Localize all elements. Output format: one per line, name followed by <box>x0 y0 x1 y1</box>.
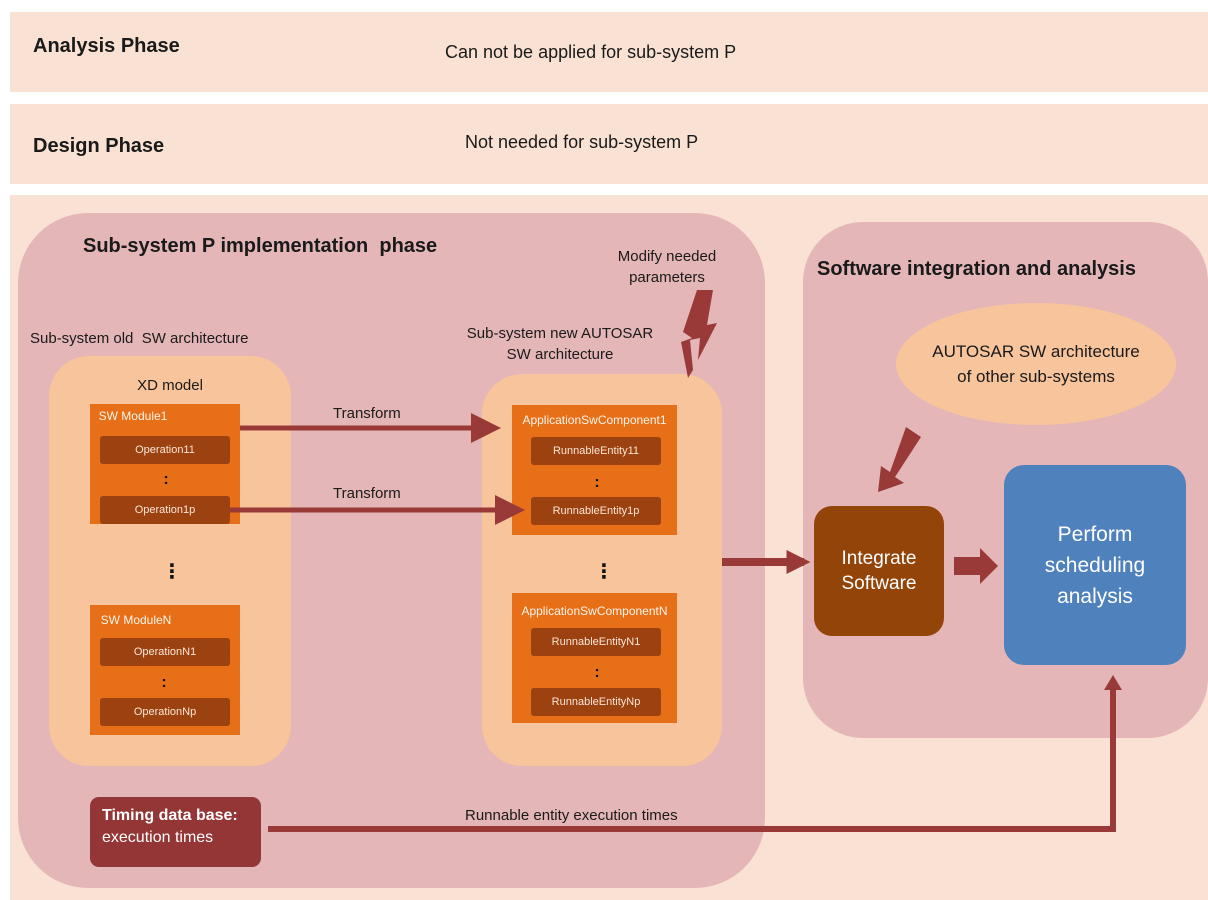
modify-parameters-note: Modify needed parameters <box>617 248 717 286</box>
sw-module-1-title: SW Module1 <box>98 409 168 423</box>
component-1-dots: : <box>594 474 600 491</box>
analysis-phase-text: Can not be applied for sub-system P <box>445 42 737 62</box>
design-phase-label: Design Phase <box>33 135 165 157</box>
sw-module-n: SW ModuleN OperationN1 : OperationNp <box>90 605 240 735</box>
component-n-dots: : <box>594 664 600 681</box>
runnable-entity-n1: RunnableEntityN1 <box>531 628 661 656</box>
application-sw-component-n: ApplicationSwComponentN RunnableEntityN1… <box>512 593 677 723</box>
integrate-to-perform-arrow <box>954 548 998 584</box>
sw-module-1: SW Module1 Operation11 : Operation1p <box>90 404 240 524</box>
implementation-phase-title: Sub-system P implementation phase <box>83 235 438 257</box>
new-architecture-caption: Sub-system new AUTOSAR SW architecture <box>466 325 654 363</box>
timing-database-subtitle: execution times <box>102 829 214 846</box>
timing-database-title: Timing data base: <box>102 807 238 824</box>
module-n-dots: : <box>161 674 167 691</box>
sw-module-n-title: SW ModuleN <box>100 613 172 627</box>
other-architecture-to-integrate-arrow <box>878 427 921 492</box>
xd-model-label: XD model <box>137 377 203 394</box>
other-subsystems-architecture: AUTOSAR SW architecture of other sub-sys… <box>896 303 1176 425</box>
execution-times-label: Runnable entity execution times <box>465 807 678 824</box>
runnable-entity-1p: RunnableEntity1p <box>531 497 661 525</box>
integrate-software-box: Integrate Software <box>814 506 944 636</box>
application-sw-component-1: ApplicationSwComponent1 RunnableEntity11… <box>512 405 677 535</box>
old-modules-ellipsis: ⋮ <box>162 561 182 583</box>
perform-scheduling-analysis-box: Perform scheduling analysis <box>1004 465 1186 665</box>
application-sw-component-n-title: ApplicationSwComponentN <box>521 604 668 618</box>
new-components-ellipsis: ⋮ <box>594 561 614 583</box>
design-phase-text: Not needed for sub-system P <box>465 132 699 152</box>
operation-11: Operation11 <box>100 436 230 464</box>
analysis-phase-label: Analysis Phase <box>33 35 180 57</box>
runnable-entity-np: RunnableEntityNp <box>531 688 661 716</box>
module-1-dots: : <box>163 471 169 488</box>
operation-n1: OperationN1 <box>100 638 230 666</box>
integration-panel-title: Software integration and analysis <box>817 258 1136 280</box>
design-phase-band <box>10 104 1208 184</box>
transform-label-1: Transform <box>333 405 401 422</box>
application-sw-component-1-title: ApplicationSwComponent1 <box>522 413 667 427</box>
operation-1p: Operation1p <box>100 496 230 524</box>
operation-np: OperationNp <box>100 698 230 726</box>
old-architecture-caption: Sub-system old SW architecture <box>30 330 249 347</box>
modify-lightning-bolt <box>681 290 717 378</box>
analysis-phase-band <box>10 12 1208 92</box>
execution-times-connector <box>268 690 1116 832</box>
timing-database-box: Timing data base: execution times <box>90 797 261 867</box>
runnable-entity-11: RunnableEntity11 <box>531 437 661 465</box>
transform-label-2: Transform <box>333 485 401 502</box>
execution-times-arrowhead <box>1104 675 1122 690</box>
